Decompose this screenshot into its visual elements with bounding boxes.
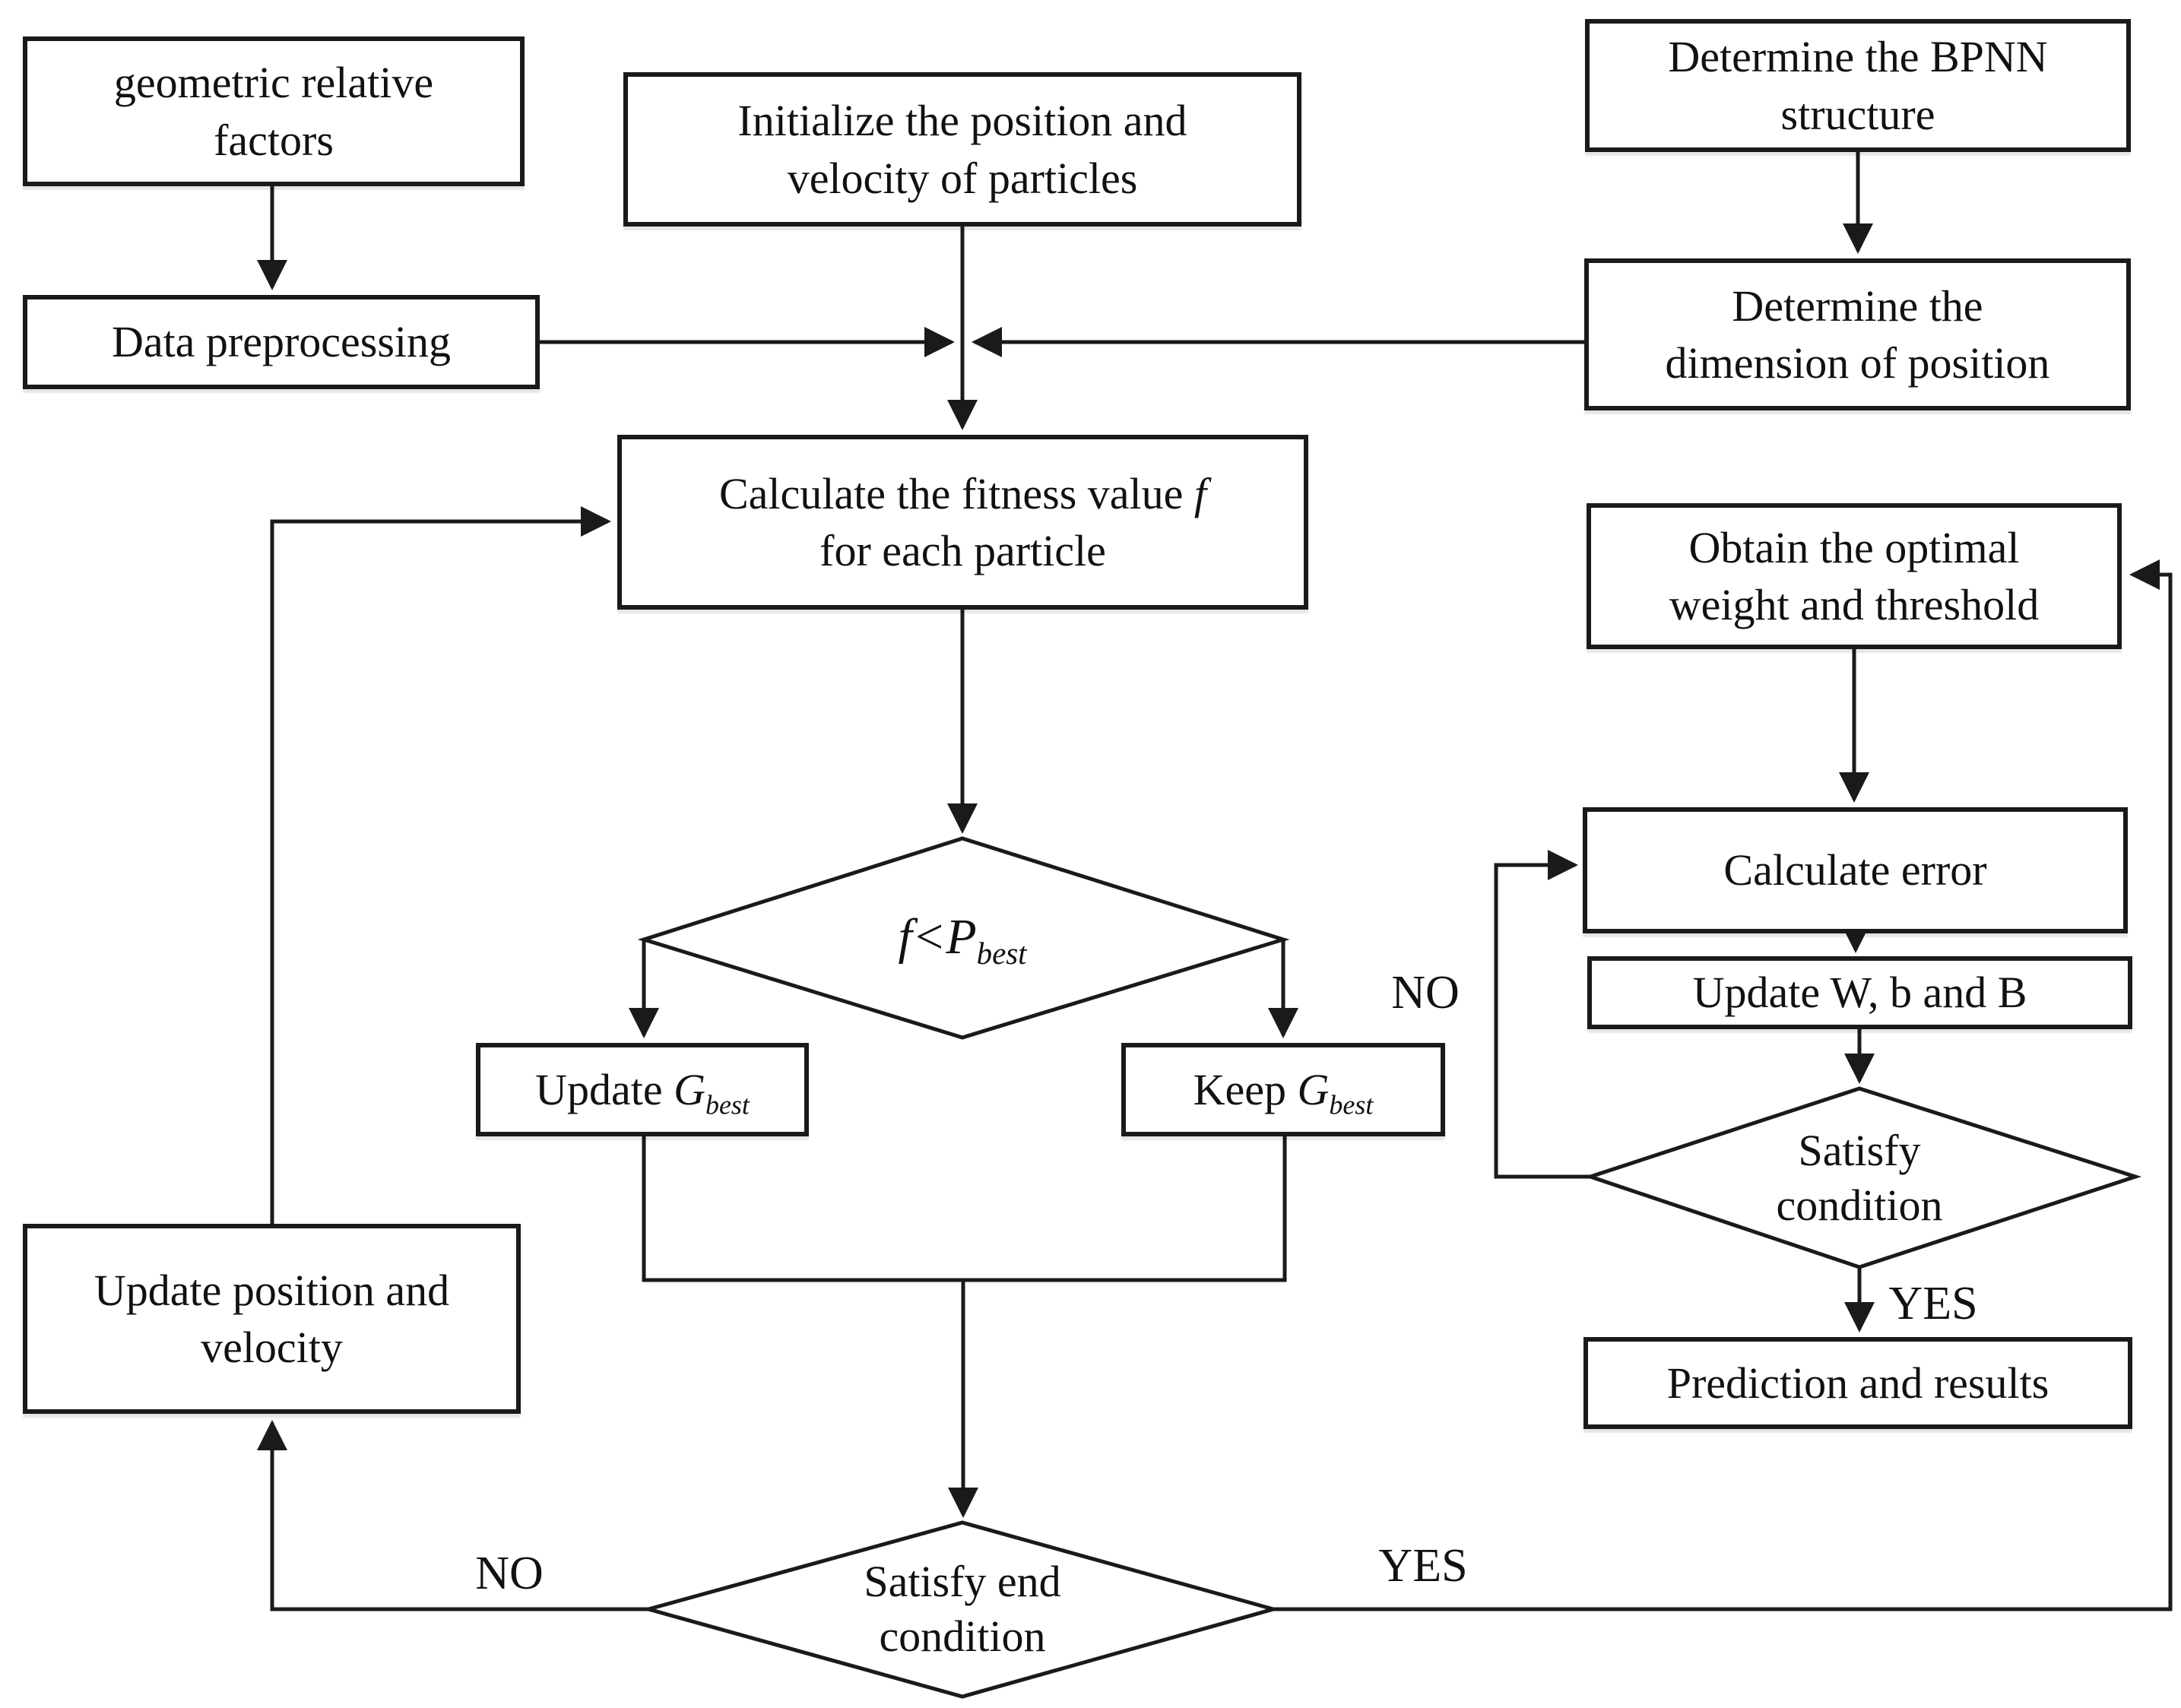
edge-end-no-loop [257,1420,648,1611]
fbest-decision-label: f<Pbest [898,908,1027,971]
calculate-fitness-line2: for each particle [819,526,1106,575]
satisfy-end-label: Satisfy end condition [864,1556,1061,1662]
keep-gbest-label: Keep Gbest [1193,1064,1374,1120]
fbest-decision-diamond [637,836,1290,1040]
node-keep-gbest: Keep Gbest [1121,1043,1445,1136]
node-determine-dimension: Determine the dimension of position [1584,258,2131,410]
node-calculate-fitness: Calculate the fitness value f for each p… [617,435,1308,610]
update-gbest-label: Update Gbest [535,1064,750,1120]
node-initialize-particles: Initialize the position and velocity of … [623,72,1301,227]
edge-position-to-fitness-loop [270,506,611,1224]
edge-condition-no-loop [1494,850,1590,1179]
node-prediction-results: Prediction and results [1583,1337,2132,1429]
satisfy-end-diamond [641,1520,1281,1699]
node-calculate-error: Calculate error [1583,807,2128,933]
node-update-gbest: Update Gbest [476,1043,809,1136]
node-update-wbb: Update W, b and B [1587,956,2132,1029]
satisfy-condition-label: Satisfy condition [1776,1125,1943,1231]
node-geometric-relative-factors: geometric relative factors [23,36,525,186]
edge-end-yes-loop [1273,559,2173,1611]
satisfy-condition-diamond [1584,1086,2142,1269]
end-yes-label: YES [1378,1540,1468,1592]
edge-gbest-merge [642,1136,1287,1282]
node-determine-bpnn-structure: Determine the BPNN structure [1585,19,2131,152]
calculate-fitness-line1: Calculate the fitness value f [718,468,1206,518]
condition-no-label: NO [1391,967,1460,1019]
end-no-label: NO [475,1548,544,1599]
node-obtain-optimal-weight: Obtain the optimal weight and threshold [1587,503,2122,649]
node-data-preprocessing: Data preprocessing [23,295,540,389]
condition-yes-label: YES [1888,1278,1978,1329]
node-update-position-velocity: Update position and velocity [23,1224,521,1414]
